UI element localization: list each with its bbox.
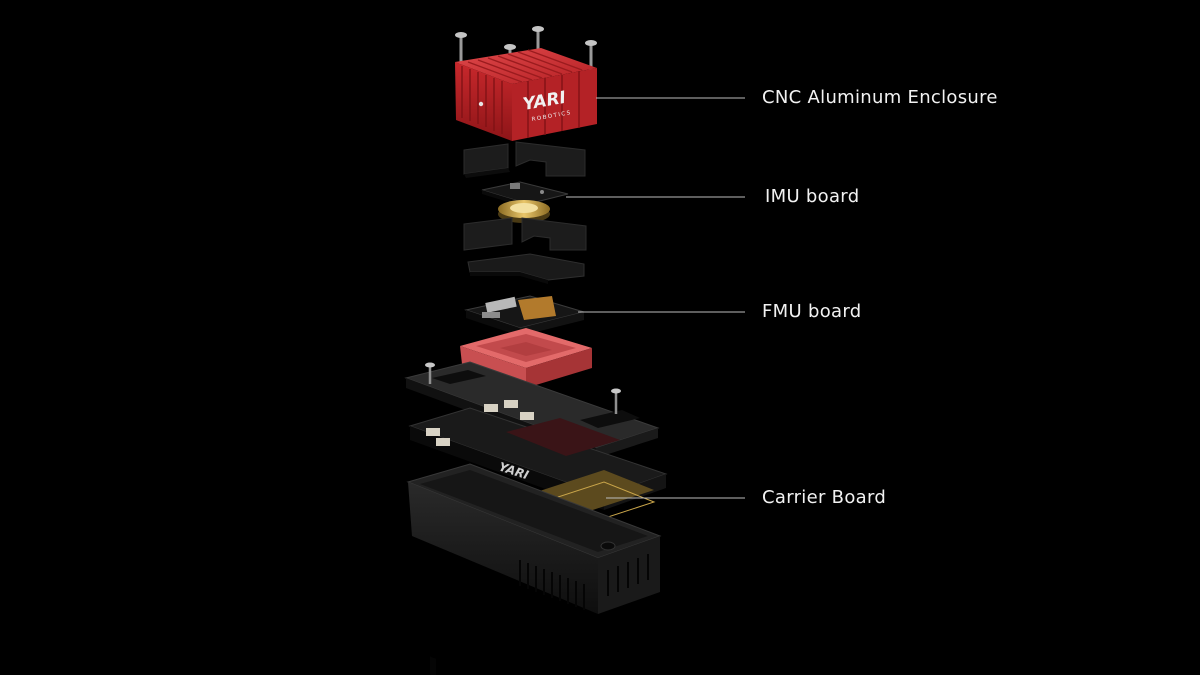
enclosure: YARI ROBOTICS — [455, 26, 597, 141]
imu-board — [481, 181, 569, 223]
foam-pads-upper — [463, 141, 586, 178]
foam-pads-middle — [463, 217, 587, 251]
carrier-board: YARI — [404, 361, 668, 533]
leader-lines — [566, 97, 745, 499]
foam-pad-lower — [467, 253, 585, 284]
bottom-tray — [406, 463, 662, 675]
label-enclosure: CNC Aluminum Enclosure — [762, 87, 998, 108]
fmu-frame — [460, 328, 592, 388]
label-fmu-board: FMU board — [762, 301, 862, 322]
label-imu-board: IMU board — [765, 186, 860, 207]
label-carrier-board: Carrier Board — [762, 487, 887, 508]
